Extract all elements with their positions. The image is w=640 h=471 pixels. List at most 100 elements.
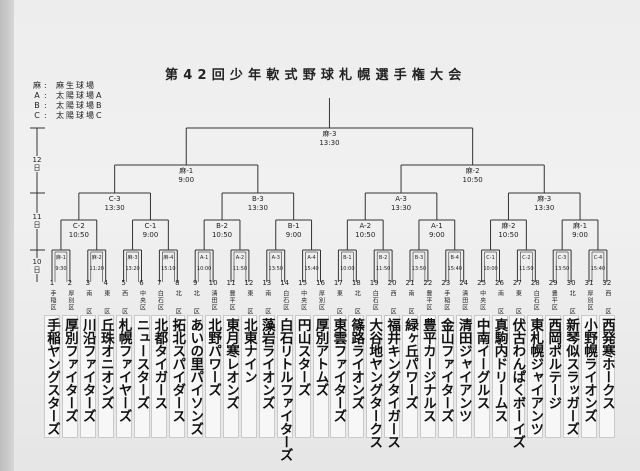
team-name: 藻岩ライオンズ — [258, 318, 275, 409]
match-time: 11:50 — [519, 266, 534, 272]
team-name: 東月寒レオンズ — [223, 318, 239, 409]
team-name: 東雲ファイターズ — [330, 318, 347, 422]
team-number: 9 — [192, 279, 198, 287]
legend-row: 麻:麻生球場 — [30, 81, 96, 91]
match-time: 13:20 — [125, 266, 140, 272]
team-district: 北区 — [192, 290, 200, 326]
team-number: 12 — [244, 279, 254, 287]
team-name-strip — [312, 315, 329, 438]
team-name: 札幌ファイヤーズ — [115, 318, 132, 422]
team-district: 南区 — [407, 290, 414, 326]
team-name-strip — [545, 315, 562, 438]
match-code: C-4 — [593, 255, 603, 261]
legend-value: 太陽球場B — [56, 101, 104, 110]
match-time: 9:00 — [285, 231, 302, 239]
team-number: 5 — [121, 279, 126, 287]
match-time: 15:40 — [590, 266, 606, 272]
match-code: 麻-3 — [537, 195, 552, 203]
match-code: C-2 — [72, 222, 85, 230]
team-number: 14 — [280, 279, 290, 287]
match-code: B-1 — [287, 222, 300, 230]
match-code: B-3 — [414, 255, 424, 261]
match-code: B-2 — [216, 222, 228, 230]
day-label: 11日 — [31, 213, 43, 229]
team-number: 1 — [49, 279, 55, 287]
match-time: 11:20 — [89, 266, 104, 272]
team-number: 15 — [298, 279, 308, 287]
team-name-strip — [384, 315, 401, 438]
match-time: 10:00 — [196, 266, 212, 272]
legend-colon: : — [44, 81, 49, 90]
team-number: 32 — [602, 279, 612, 287]
team-name: 新琴似スラッガーズ — [563, 318, 580, 435]
team-district: 中央区 — [478, 290, 486, 311]
poster-title: 第42回少年軟式野球札幌選手権大会 — [165, 68, 467, 83]
team-name-strip — [169, 315, 186, 438]
legend-key: C — [34, 111, 40, 120]
team-name-strip — [240, 315, 257, 438]
team-district: 北区 — [568, 290, 576, 326]
team-name: 手稲ヤングスターズ — [44, 318, 60, 435]
match-time: 10:50 — [462, 176, 483, 184]
team-district: 厚別区 — [586, 290, 593, 311]
legend-value: 太陽球場C — [56, 111, 104, 120]
day-label: 10日 — [31, 258, 43, 274]
match-code: C-1 — [486, 255, 495, 261]
match-time: 13:30 — [534, 204, 555, 212]
legend-key: A — [34, 91, 40, 100]
team-number: 3 — [85, 279, 91, 287]
match-code: C-3 — [108, 195, 121, 203]
team-name: 中南イーグルス — [473, 318, 490, 409]
team-number: 21 — [405, 279, 415, 287]
team-name-strip — [223, 315, 239, 438]
team-name: 北都タイガース — [151, 318, 168, 409]
match-time: 11:50 — [232, 266, 248, 272]
match-time: 10:50 — [355, 231, 376, 239]
team-name-strip — [491, 315, 508, 438]
team-name: 金山ファイターズ — [437, 318, 454, 422]
team-name: 豊平カージナルス — [419, 318, 436, 422]
team-number: 25 — [477, 279, 487, 287]
team-name: 西岡ポルテージ — [545, 318, 562, 409]
team-name: 伏古わんぱくボーイズ — [509, 318, 526, 448]
team-name-strip — [187, 315, 204, 438]
match-time: 10:00 — [340, 266, 355, 272]
legend-colon: : — [44, 101, 49, 110]
match-code: A-2 — [235, 255, 245, 261]
team-district: 手稲区 — [442, 290, 450, 311]
team-name-strip — [437, 315, 454, 438]
team-district: 南区 — [263, 290, 271, 326]
match-code: B-4 — [450, 255, 459, 261]
team-district: 白石区 — [532, 290, 540, 311]
team-district: 南区 — [84, 290, 92, 326]
match-code: B-1 — [343, 255, 352, 261]
team-district: 豊平区 — [550, 290, 558, 311]
legend-key: B — [34, 101, 40, 110]
team-name-strip — [581, 315, 597, 438]
team-name: 篠路ライオンズ — [348, 318, 365, 409]
team-district: 東区 — [514, 290, 522, 326]
team-name-strip — [44, 315, 60, 438]
team-district: 西区 — [120, 290, 128, 326]
team-number: 26 — [495, 279, 504, 287]
team-name: 北野パワーズ — [205, 318, 222, 396]
team-name: 北東ナイン — [240, 318, 257, 383]
team-name-strip — [366, 315, 383, 438]
team-number: 31 — [584, 279, 594, 287]
day-label: 12日 — [31, 156, 43, 172]
legend-value: 太陽球場A — [56, 91, 104, 100]
match-code: 麻-2 — [91, 255, 102, 261]
match-code: 麻-3 — [322, 130, 337, 138]
team-name-strip — [348, 315, 365, 438]
match-time: 10:50 — [68, 231, 89, 239]
team-name: 川沿ファイターズ — [79, 318, 96, 422]
match-time: 15:40 — [447, 266, 462, 272]
match-time: 10:50 — [211, 231, 233, 239]
match-time: 15:40 — [304, 266, 319, 272]
match-time: 9:00 — [178, 176, 195, 184]
team-number: 23 — [441, 279, 451, 287]
match-time: 10:00 — [483, 266, 498, 272]
team-number: 27 — [512, 279, 522, 287]
team-name: 東札幌ジャイアンツ — [527, 318, 544, 435]
